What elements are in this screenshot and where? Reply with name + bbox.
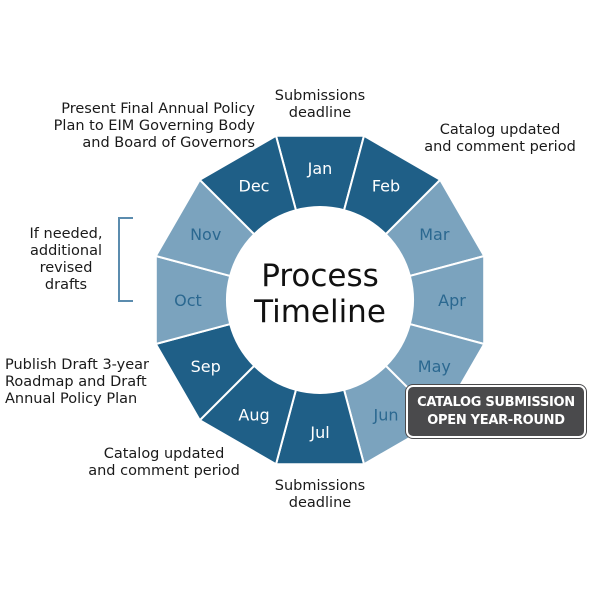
center-circle <box>228 208 412 392</box>
month-label: Sep <box>191 357 221 376</box>
jan-annotation: Submissions deadline <box>262 88 378 122</box>
annotation-line: Present Final Annual Policy <box>61 101 255 117</box>
month-label: Jun <box>373 405 399 424</box>
month-label: Aug <box>238 405 269 424</box>
annotation-line: additional <box>29 243 102 259</box>
annotation-line: revised <box>39 260 93 276</box>
annotation-line: and comment period <box>424 139 576 155</box>
annotation-line: and Board of Governors <box>82 135 255 151</box>
callout-line: OPEN YEAR-ROUND <box>427 412 565 428</box>
annotation-line: Submissions <box>274 88 366 104</box>
month-segment-dec <box>198 134 298 236</box>
month-label: Oct <box>174 291 202 310</box>
month-label: Jul <box>309 423 329 442</box>
feb-annotation: Catalog updated and comment period <box>410 122 590 156</box>
sep-annotation: Publish Draft 3-year Roadmap and Draft A… <box>5 357 163 408</box>
annotation-line: deadline <box>288 105 352 121</box>
catalog-submission-callout: CATALOG SUBMISSION OPEN YEAR-ROUND <box>406 385 586 438</box>
month-label: Mar <box>419 225 450 244</box>
annotation-line: Submissions <box>274 478 366 494</box>
annotation-line: Catalog updated <box>439 122 561 138</box>
center-title: Process <box>261 258 379 294</box>
callout-line: CATALOG SUBMISSION <box>417 394 575 410</box>
dec-annotation: Present Final Annual Policy Plan to EIM … <box>20 101 255 152</box>
annotation-line: Annual Policy Plan <box>5 391 138 407</box>
month-label: May <box>418 357 451 376</box>
annotation-line: and comment period <box>88 463 240 479</box>
bracket <box>118 217 133 302</box>
jul-annotation: Submissions deadline <box>262 478 378 512</box>
month-label: Dec <box>239 177 270 196</box>
annotation-line: Roadmap and Draft <box>5 374 147 390</box>
annotation-line: deadline <box>288 495 352 511</box>
annotation-line: Plan to EIM Governing Body <box>53 118 255 134</box>
annotation-line: Catalog updated <box>103 446 225 462</box>
month-label: Jan <box>307 159 333 178</box>
center-title: Timeline <box>253 294 386 330</box>
nov-oct-annotation: If needed, additional revised drafts <box>20 226 112 294</box>
annotation-line: drafts <box>44 277 88 293</box>
annotation-line: Publish Draft 3-year <box>5 357 150 373</box>
month-label: Apr <box>438 291 466 310</box>
month-label: Feb <box>372 177 400 196</box>
annotation-line: If needed, <box>29 226 103 242</box>
aug-annotation: Catalog updated and comment period <box>76 446 252 480</box>
month-label: Nov <box>190 225 221 244</box>
